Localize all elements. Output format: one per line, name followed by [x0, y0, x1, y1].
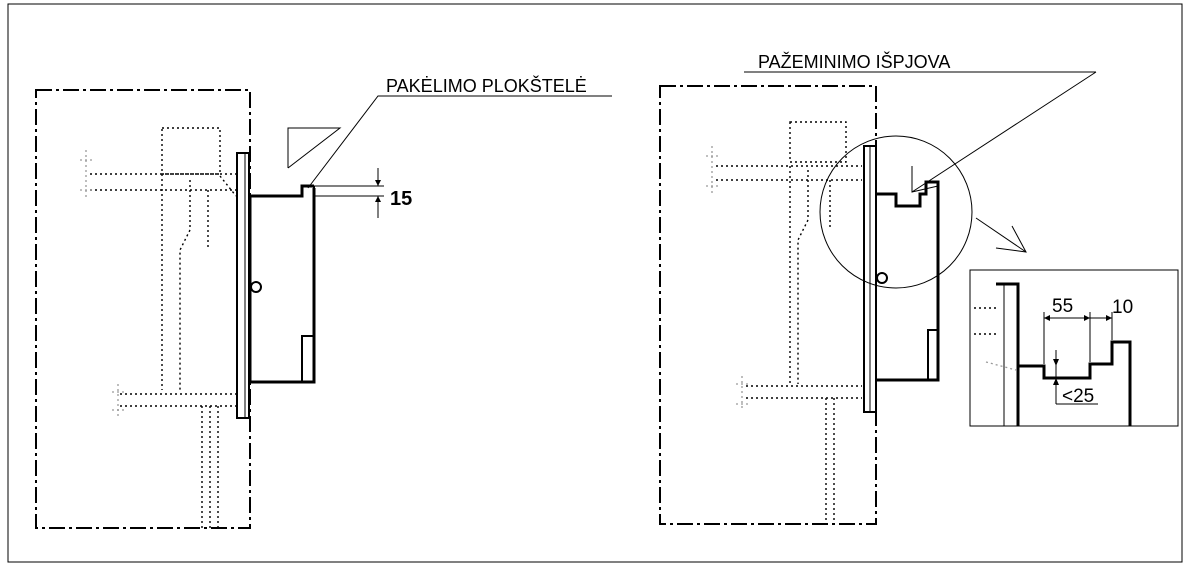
dim-15-label: 15	[390, 188, 412, 210]
left-hidden-top-block	[161, 127, 221, 175]
left-hidden-lower-bolt	[112, 384, 124, 416]
right-hidden-vertical-profile	[789, 166, 831, 384]
right-callout-label: PAŽEMINIMO IŠPJOVA	[758, 51, 950, 72]
right-hidden-top-block	[789, 121, 847, 163]
detail-circle	[819, 135, 973, 289]
right-callout-leader	[911, 71, 1097, 193]
left-callout-leader	[307, 95, 612, 189]
left-hidden-lower-bar	[120, 393, 236, 407]
right-hidden-post	[825, 398, 835, 524]
left-vertical-plate	[236, 152, 250, 419]
left-hidden-vertical-profile	[161, 174, 237, 390]
right-hidden-lower-bolt	[736, 376, 748, 410]
right-hidden-upper-bar	[716, 165, 862, 181]
drawing-frame	[7, 3, 1183, 563]
detail-arrow-shaft	[975, 217, 1027, 253]
right-wall-outline	[659, 85, 877, 525]
right-hidden-upper-bolt	[706, 146, 718, 196]
right-pin-circle	[876, 272, 888, 284]
right-side-body	[876, 180, 940, 382]
left-hidden-upper-bolt	[80, 150, 92, 200]
detail-arrow-head	[995, 225, 1027, 253]
left-hidden-post	[201, 406, 219, 528]
detail-magnified	[974, 282, 1132, 426]
left-callout-label: PAKĖLIMO PLOKŠTELĖ	[386, 75, 587, 96]
right-callout-arrowhead	[911, 166, 939, 193]
dim-25-label: <25	[1062, 386, 1094, 407]
lifting-plate	[250, 184, 314, 198]
left-side-body	[248, 188, 316, 384]
left-lower-notch	[301, 335, 315, 383]
dim-55-label: 55	[1052, 296, 1073, 317]
left-view	[35, 89, 612, 529]
dim-10-label: 10	[1112, 297, 1133, 318]
right-lower-notch	[927, 329, 939, 381]
detail-box	[969, 269, 1179, 427]
left-section-marker	[287, 127, 342, 169]
right-hidden-lower-bar	[746, 385, 862, 399]
dimension-15	[314, 168, 384, 218]
right-view	[659, 71, 1179, 525]
left-pin-circle	[250, 281, 262, 293]
